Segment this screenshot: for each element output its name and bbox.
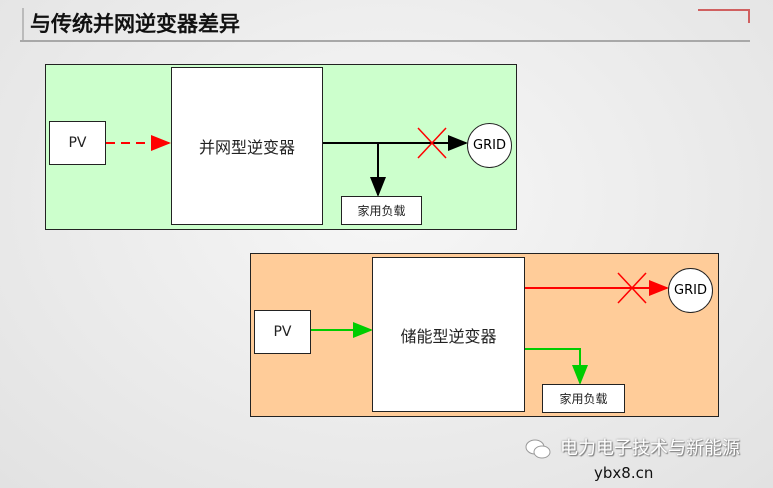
storage-inverter-box: 储能型逆变器 — [372, 257, 525, 412]
grid-node: GRID — [467, 123, 512, 168]
grid-tie-inverter-box: 并网型逆变器 — [171, 67, 323, 225]
pv-box: PV — [49, 121, 106, 165]
blocked-x-icon — [617, 272, 647, 304]
home-load-box: 家用负载 — [542, 384, 625, 413]
blocked-x-icon — [417, 127, 447, 159]
page-title: 与传统并网逆变器差异 — [22, 8, 240, 40]
inverter-to-load-arrow — [524, 348, 588, 385]
pv-box: PV — [254, 310, 311, 354]
watermark-text: 电力电子技术与新能源 — [560, 438, 740, 459]
home-load-box: 家用负载 — [341, 196, 422, 225]
grid-node: GRID — [668, 268, 713, 313]
watermark-overlay: ybx8.cn — [594, 464, 654, 482]
title-divider — [20, 40, 750, 42]
corner-decoration — [698, 9, 750, 23]
wechat-icon — [524, 438, 552, 460]
